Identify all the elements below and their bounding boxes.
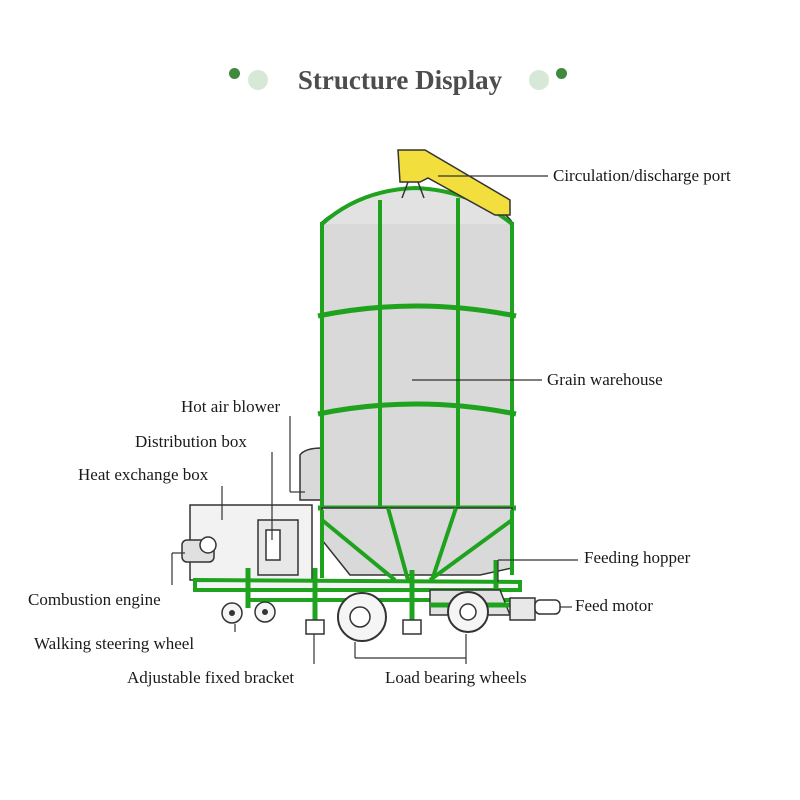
label-load-bearing-wheels: Load bearing wheels xyxy=(385,668,527,687)
bracket-foot xyxy=(402,619,422,635)
hopper-strut xyxy=(386,507,410,581)
label-distribution-box: Distribution box xyxy=(135,432,247,451)
title-dot-right-light xyxy=(529,70,549,90)
label-grain-warehouse: Grain warehouse xyxy=(547,370,663,389)
engine-cap xyxy=(199,536,217,554)
grain-warehouse-body xyxy=(321,199,513,509)
tower-band xyxy=(317,303,517,319)
label-walking-steering-wheel: Walking steering wheel xyxy=(34,634,195,653)
label-feed-motor: Feed motor xyxy=(575,596,653,615)
chassis-frame xyxy=(193,577,522,592)
distribution-window xyxy=(265,529,281,561)
label-adjustable-fixed-bracket: Adjustable fixed bracket xyxy=(127,668,295,687)
title-dot-left-dark xyxy=(229,68,240,79)
feed-motor xyxy=(509,597,536,621)
hopper-strut xyxy=(430,507,458,581)
feed-motor-shaft xyxy=(534,599,561,615)
bracket-foot xyxy=(305,619,325,635)
title-dot-right-dark xyxy=(556,68,567,79)
title-dot-left-light xyxy=(248,70,268,90)
label-feeding-hopper: Feeding hopper xyxy=(584,548,691,567)
label-hot-air-blower: Hot air blower xyxy=(181,397,281,416)
discharge-pipe xyxy=(417,181,425,199)
discharge-pipe xyxy=(401,181,409,199)
label-heat-exchange-box: Heat exchange box xyxy=(78,465,209,484)
hopper-strut xyxy=(320,518,397,582)
distribution-box xyxy=(257,519,299,576)
page-title: Structure Display xyxy=(297,65,503,95)
hopper-strut xyxy=(428,518,514,582)
label-combustion-engine: Combustion engine xyxy=(28,590,161,609)
discharge-port xyxy=(397,149,511,216)
tower-band xyxy=(317,401,517,417)
label-circulation-port: Circulation/discharge port xyxy=(553,166,731,185)
